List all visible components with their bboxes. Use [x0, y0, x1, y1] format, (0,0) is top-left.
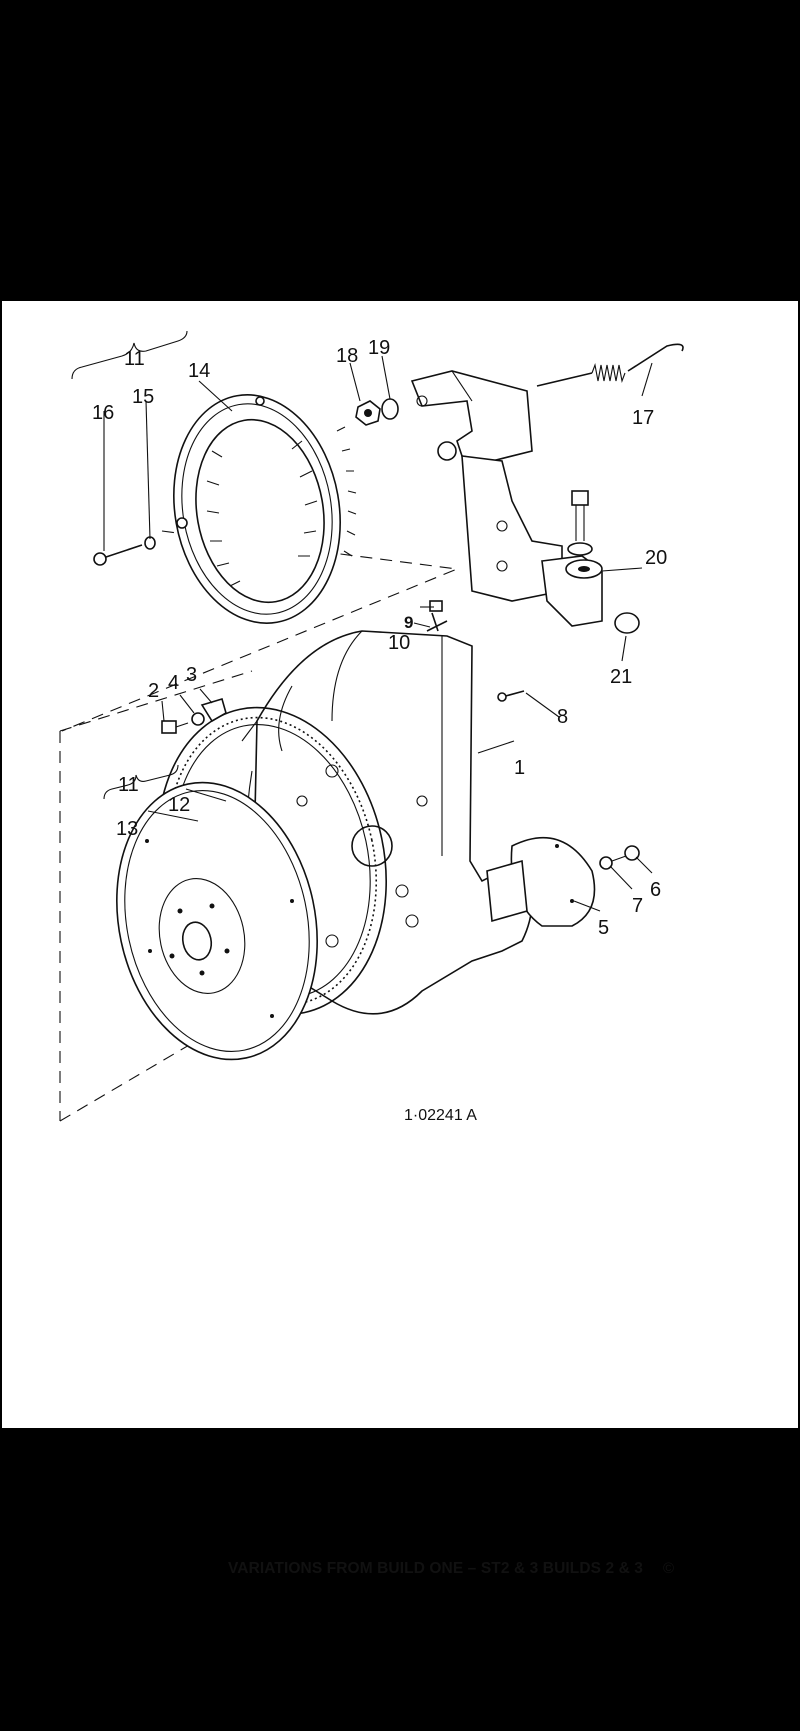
plug-cap: [614, 612, 640, 634]
callout-14: 14: [188, 360, 210, 382]
callout-18: 18: [336, 345, 358, 367]
callout-1: 1: [514, 757, 525, 779]
callout-20: 20: [645, 547, 667, 569]
callout-15: 15: [132, 386, 154, 408]
group-bracket-upper: [71, 330, 188, 380]
callout-3: 3: [186, 664, 197, 686]
callout-7: 7: [632, 895, 643, 917]
callout-16: 16: [92, 402, 114, 424]
callout-8: 8: [557, 706, 568, 728]
callout-4: 4: [168, 672, 179, 694]
callout-13: 13: [116, 818, 138, 840]
copyright-symbol: ©: [663, 1560, 675, 1577]
callout-11-lower: 11: [118, 774, 139, 796]
exploded-view-drawing: 11 14 15 16 18 19 17 20 21 9 10 8 1 2 4 …: [59, 330, 684, 1124]
callout-12: 12: [168, 794, 190, 816]
callout-21: 21: [610, 666, 632, 688]
callout-19: 19: [368, 337, 390, 359]
drawing-number: 1·02241 A: [404, 1107, 477, 1124]
nut-and-washer-set: [355, 395, 428, 426]
callout-9: 9: [404, 613, 413, 632]
caption-title: VARIATIONS FROM BUILD ONE – ST2 & 3 BUIL…: [228, 1560, 644, 1577]
parts-diagram-sheet: 11 14 15 16 18 19 17 20 21 9 10 8 1 2 4 …: [2, 301, 798, 1577]
bolt-and-washer: [565, 490, 603, 579]
callout-10: 10: [388, 632, 410, 654]
flywheel: [116, 781, 318, 1061]
assembly-guide-line-upper: [59, 670, 253, 732]
callout-5: 5: [598, 917, 609, 939]
group-bracket-lower: [103, 764, 179, 800]
tension-spring: [536, 343, 684, 387]
diagram-caption: VARIATIONS FROM BUILD ONE – ST2 & 3 BUIL…: [228, 1560, 788, 1578]
assembly-guide-line-ring: [61, 530, 460, 732]
adaptor-plate: [486, 836, 596, 927]
callout-11-upper: 11: [124, 348, 145, 370]
control-bracket: [410, 370, 603, 627]
callout-2: 2: [148, 680, 159, 702]
clutch-ring: [173, 394, 357, 624]
callout-17: 17: [632, 407, 654, 429]
flywheel-housing: [241, 630, 533, 1015]
callout-6: 6: [650, 879, 661, 901]
leader-lines: [103, 355, 653, 912]
small-bolts: [93, 536, 640, 870]
